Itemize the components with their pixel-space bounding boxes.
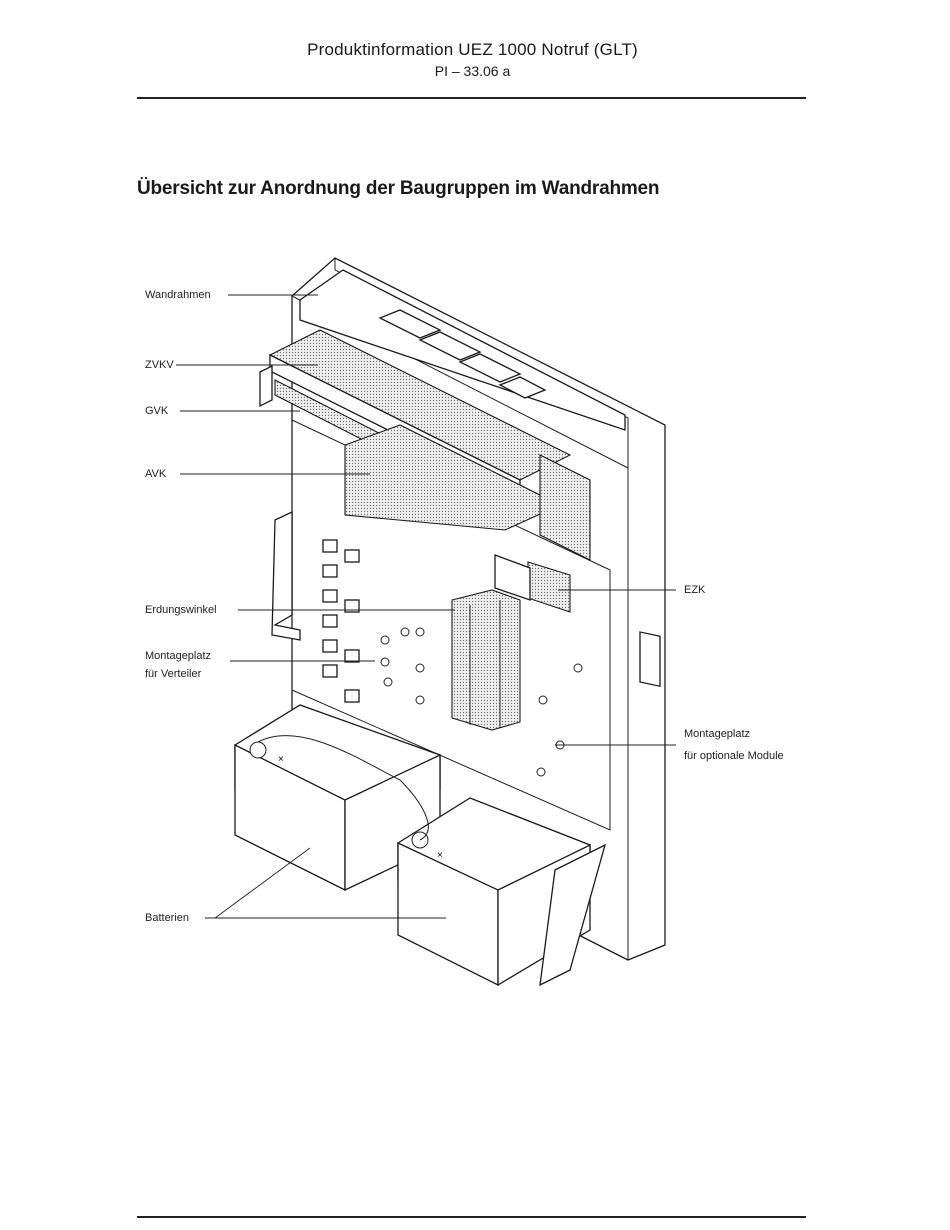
central-pcb [452, 590, 520, 730]
label-avk: AVK [145, 466, 166, 482]
label-ezk: EZK [684, 582, 705, 598]
footer-rule [137, 1216, 806, 1218]
label-batterien: Batterien [145, 910, 189, 926]
label-montageplatz-verteiler-1: Montageplatz [145, 648, 211, 664]
label-montageplatz-optional-1: Montageplatz [684, 726, 750, 742]
svg-text:×: × [278, 754, 284, 765]
label-wandrahmen: Wandrahmen [145, 287, 211, 303]
label-montageplatz-optional-2: für optionale Module [684, 748, 784, 764]
label-gvk: GVK [145, 403, 168, 419]
svg-text:×: × [437, 850, 443, 861]
label-zvkv: ZVKV [145, 357, 174, 373]
label-montageplatz-verteiler-2: für Verteiler [145, 666, 201, 682]
label-erdungswinkel: Erdungswinkel [145, 602, 217, 618]
